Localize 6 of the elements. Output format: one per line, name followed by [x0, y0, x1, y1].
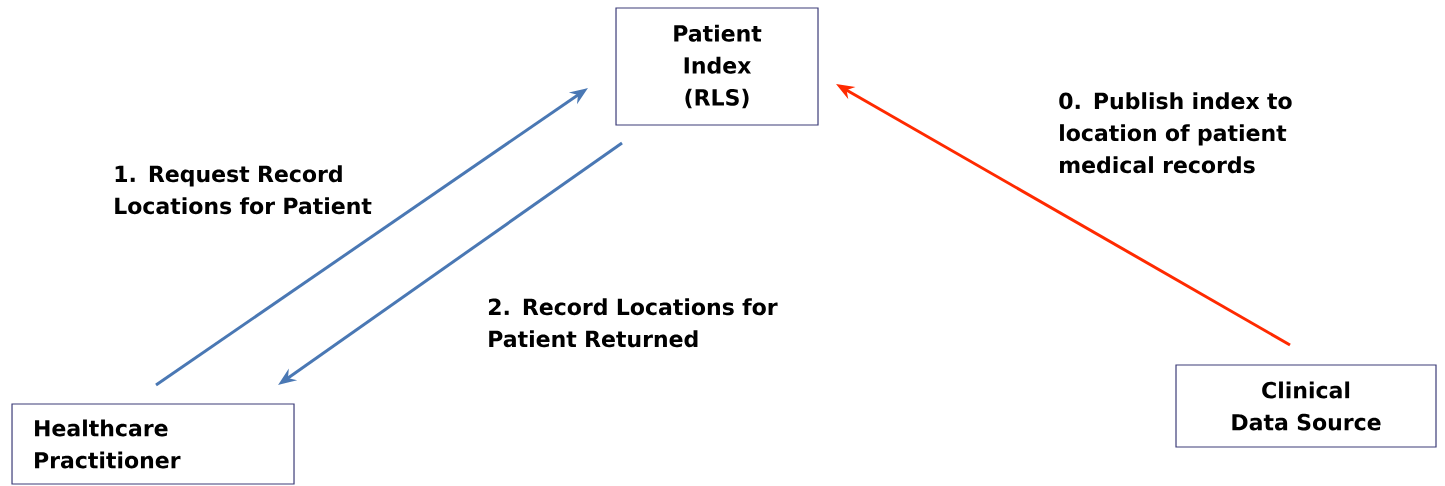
edge-label: 1. Request Record Locations for Patient: [115, 165, 372, 215]
edge-label: 0. Publish index to location of patient medical records: [1059, 92, 1292, 174]
process-box: Patient Index (RLS): [615, 7, 819, 126]
process-box: Clinical Data Source: [1175, 364, 1437, 448]
process-box: Healthcare Practitioner: [11, 403, 295, 485]
edge-label: 2. Record Locations for Patient Returned: [488, 298, 778, 348]
